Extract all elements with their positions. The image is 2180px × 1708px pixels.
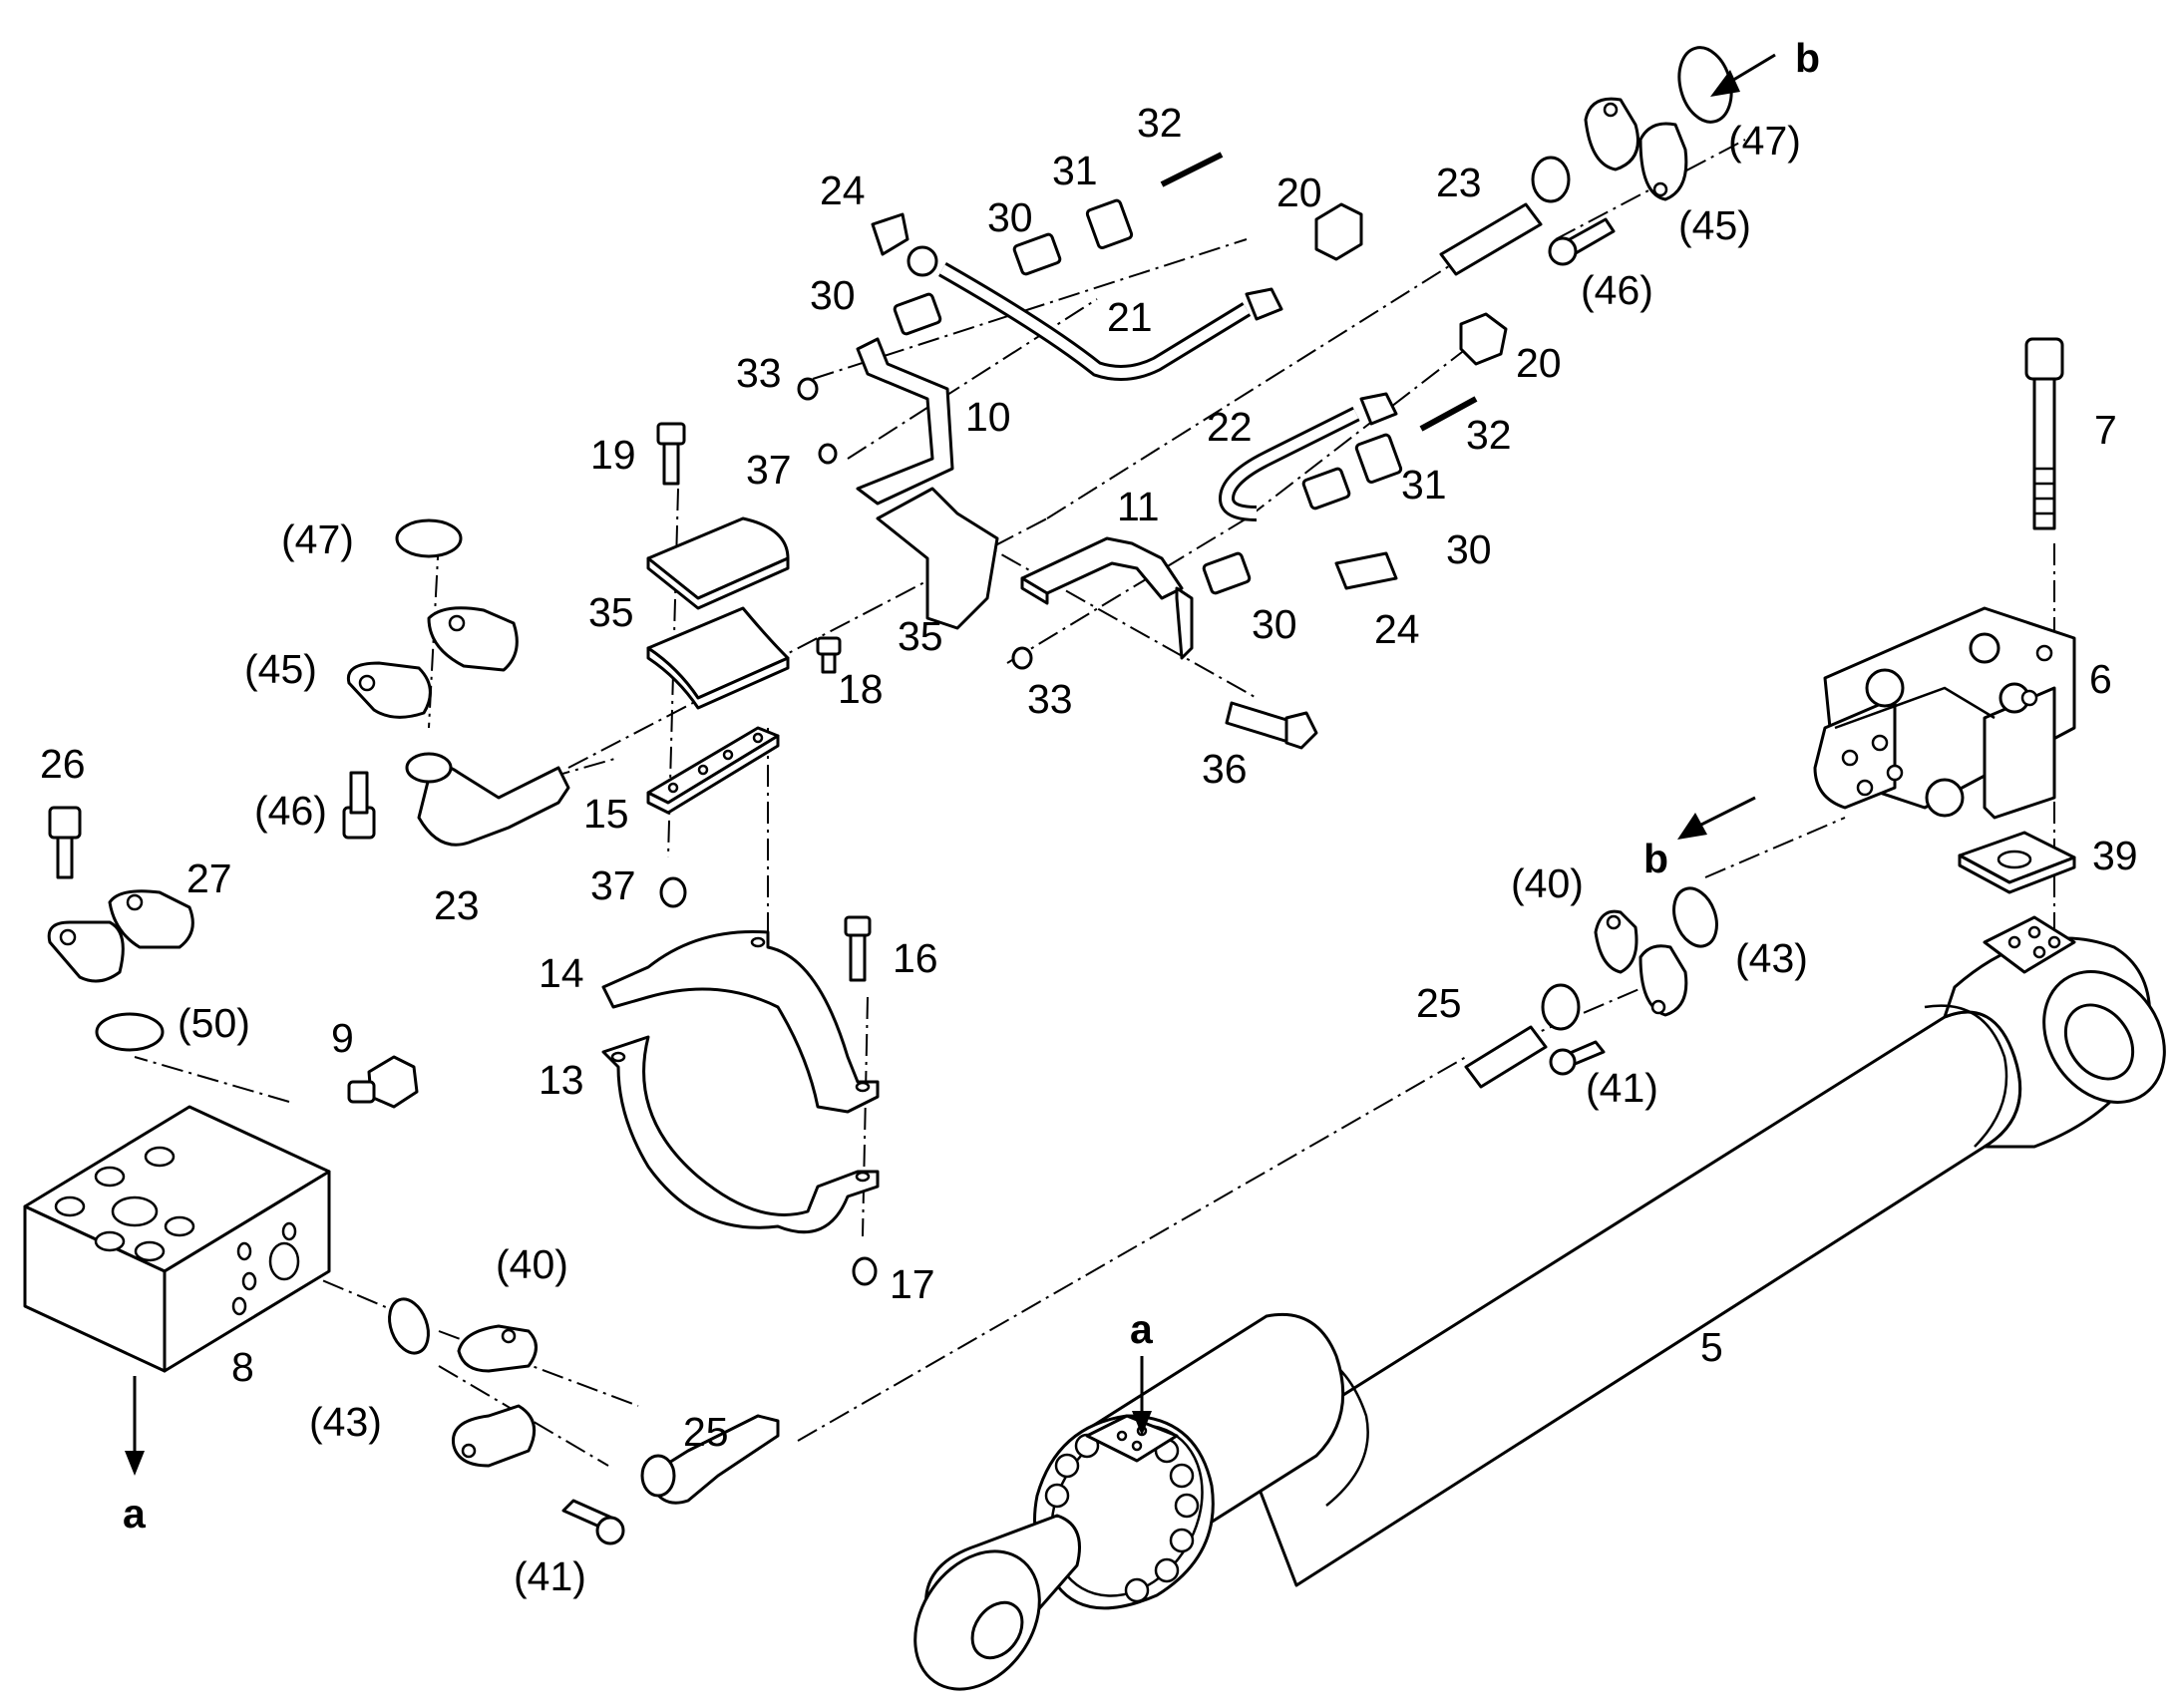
hose-fitting-23-left (405, 752, 570, 847)
label-46-left: (46) (254, 788, 327, 834)
hose-fitting-25-right (1464, 983, 1581, 1089)
label-13: 13 (539, 1057, 584, 1103)
label-18: 18 (838, 666, 884, 712)
pipe-clamp-blocks (893, 198, 1403, 595)
label-24-top: 24 (820, 168, 866, 213)
label-6: 6 (2089, 656, 2112, 702)
label-5: 5 (1700, 1324, 1723, 1370)
label-35-right: 35 (898, 613, 943, 659)
label-36: 36 (1202, 746, 1248, 792)
label-24-mid: 24 (1374, 606, 1420, 652)
label-20-top: 20 (1276, 170, 1322, 215)
label-45-left: (45) (244, 646, 317, 692)
label-40-right: (40) (1511, 860, 1584, 906)
pins (1160, 152, 1478, 432)
label-33-mid: 33 (1027, 676, 1073, 722)
label-25-right: 25 (1416, 980, 1462, 1026)
label-7: 7 (2094, 407, 2117, 453)
label-16: 16 (893, 935, 938, 981)
label-41-right: (41) (1586, 1065, 1658, 1111)
elbow-fittings (871, 202, 1508, 590)
label-31-top: 31 (1052, 148, 1098, 193)
label-46-right: (46) (1581, 267, 1653, 313)
label-15: 15 (583, 791, 629, 837)
hose-fitting-25-lower (640, 1414, 780, 1505)
bracket-11 (1020, 536, 1194, 660)
label-32-mid: 32 (1466, 412, 1512, 458)
nuts (659, 377, 1033, 1286)
ref-b-top: b (1795, 35, 1820, 81)
spacer-plate (1958, 831, 2076, 894)
label-8: 8 (231, 1344, 254, 1390)
label-40-lower: (40) (496, 1241, 568, 1287)
mounting-bar (646, 726, 780, 815)
hydraulic-cylinder (913, 915, 2166, 1691)
label-9: 9 (331, 1015, 354, 1061)
label-37-top: 37 (746, 447, 792, 493)
label-27: 27 (186, 855, 232, 901)
plug (347, 1055, 419, 1109)
label-17: 17 (890, 1261, 935, 1307)
label-30-d: 30 (1252, 601, 1297, 647)
cap-screws (48, 217, 1616, 1545)
label-32-top: 32 (1137, 100, 1183, 146)
half-shells (646, 516, 790, 710)
label-43-lower: (43) (309, 1399, 382, 1445)
label-23-top: 23 (1436, 160, 1482, 205)
pipe-21 (907, 245, 1283, 381)
label-23-left: 23 (434, 882, 480, 928)
label-47-right: (47) (1728, 118, 1801, 164)
label-25-lower: 25 (683, 1409, 729, 1455)
manifold-block (23, 1105, 331, 1373)
flange-clamps (47, 97, 1688, 1468)
label-30-b: 30 (810, 272, 856, 318)
label-45-right: (45) (1678, 202, 1751, 248)
label-43-right: (43) (1735, 935, 1808, 981)
label-33-top: 33 (736, 350, 782, 396)
pipe-22 (1218, 392, 1398, 521)
label-41-lower: (41) (514, 1553, 586, 1599)
label-22: 22 (1207, 404, 1253, 450)
hose-fitting-23-right (1439, 156, 1571, 276)
label-10: 10 (965, 394, 1011, 440)
o-rings (95, 46, 1733, 1355)
ref-a-bottom: a (123, 1491, 147, 1537)
label-11: 11 (1117, 484, 1160, 529)
label-30-c: 30 (1446, 526, 1492, 572)
label-39: 39 (2092, 833, 2138, 878)
label-21: 21 (1107, 294, 1153, 340)
label-20-mid: 20 (1516, 340, 1562, 386)
ref-a-top: a (1130, 1306, 1154, 1352)
control-valve (1813, 606, 2076, 820)
long-bolt (2024, 337, 2064, 530)
bracket-10 (856, 337, 999, 630)
ref-b-mid: b (1643, 836, 1668, 881)
label-31-mid: 31 (1401, 462, 1447, 508)
label-37-bottom: 37 (590, 862, 636, 908)
reference-arrows (125, 53, 1776, 1476)
label-14: 14 (539, 950, 584, 996)
label-50: (50) (178, 1000, 250, 1046)
label-30-a: 30 (987, 194, 1033, 240)
label-19: 19 (590, 432, 636, 478)
label-47-left: (47) (281, 516, 354, 562)
clamp-ring (601, 929, 880, 1234)
label-26: 26 (40, 741, 86, 787)
label-35-left: 35 (588, 589, 634, 635)
part-labels: 5 6 7 8 9 10 11 13 14 15 16 17 18 19 20 … (40, 35, 2138, 1599)
